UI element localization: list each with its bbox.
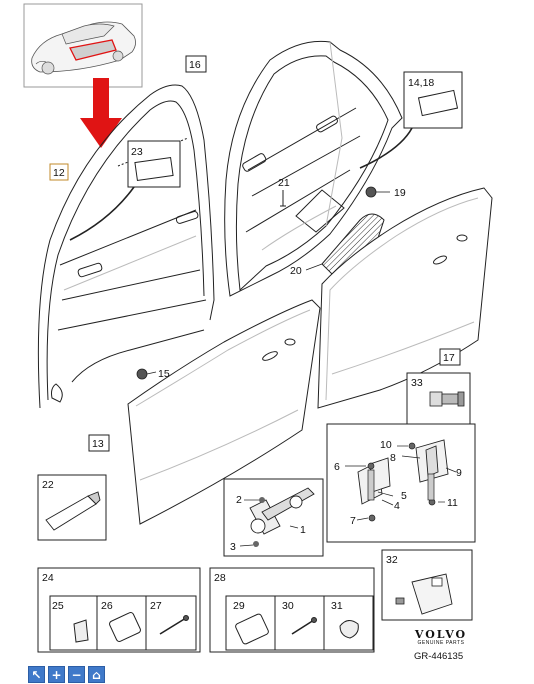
label-10: 10 [380,439,392,451]
label-27: 27 [150,600,162,612]
label-frames [49,55,461,452]
zoom-in-icon[interactable]: + [48,666,65,683]
front-door-panel [127,299,321,525]
diagram-reference: GR-446135 [414,651,464,662]
label-2: 2 [236,494,242,506]
label-22: 22 [42,479,54,491]
callout-12: 12 [53,167,65,179]
label-5: 5 [401,490,407,502]
viewer-toolbar: ↖ + − ⌂ [28,666,105,684]
volvo-logo: VOLVO GENUINE PARTS [412,628,470,646]
label-4: 4 [394,500,400,512]
part-23-callout [69,140,181,241]
part-20-pad [305,213,385,277]
callout-21: 21 [278,177,290,189]
label-6: 6 [334,461,340,473]
label-33: 33 [411,377,423,389]
kit-28-box [209,567,375,653]
part-32-box [381,549,473,621]
label-24: 24 [42,572,54,584]
kit-24-box [37,567,201,653]
callout-23: 23 [131,146,143,158]
label-29: 29 [233,600,245,612]
brand-name: VOLVO [414,628,468,641]
red-arrow-icon [80,78,122,148]
cursor-icon[interactable]: ↖ [28,666,45,683]
label-3: 3 [230,541,236,553]
label-9: 9 [456,467,462,479]
brand-subtitle: GENUINE PARTS [417,640,465,646]
callout-19: 19 [394,187,406,199]
door-frame [224,40,403,297]
label-28: 28 [214,572,226,584]
label-11: 11 [447,497,458,509]
label-7: 7 [350,515,356,527]
part-15-nut [136,368,157,380]
body-side-frame [37,84,215,409]
part-22-box [37,474,107,541]
part-33-box [406,372,471,425]
part-19-nut [365,186,390,198]
label-8: 8 [390,452,396,464]
car-thumbnail [23,3,143,88]
label-30: 30 [282,600,294,612]
home-icon[interactable]: ⌂ [88,666,105,683]
door-check-box [223,478,324,557]
label-26: 26 [101,600,113,612]
label-32: 32 [386,554,398,566]
label-31: 31 [331,600,343,612]
hinge-assembly-box [326,423,476,543]
callout-15: 15 [158,368,170,380]
label-1: 1 [300,524,306,536]
label-25: 25 [52,600,64,612]
callout-labels: 12 16 17 13 23 14,18 21 19 20 15 33 32 2… [42,59,462,612]
callout-20: 20 [290,265,302,277]
part-21-clip [280,190,286,207]
part-14-18-callout [359,71,463,169]
callout-16: 16 [189,59,201,71]
callout-14-18: 14,18 [408,77,434,89]
zoom-out-icon[interactable]: − [68,666,85,683]
callout-17: 17 [443,352,455,364]
callout-13: 13 [92,438,104,450]
